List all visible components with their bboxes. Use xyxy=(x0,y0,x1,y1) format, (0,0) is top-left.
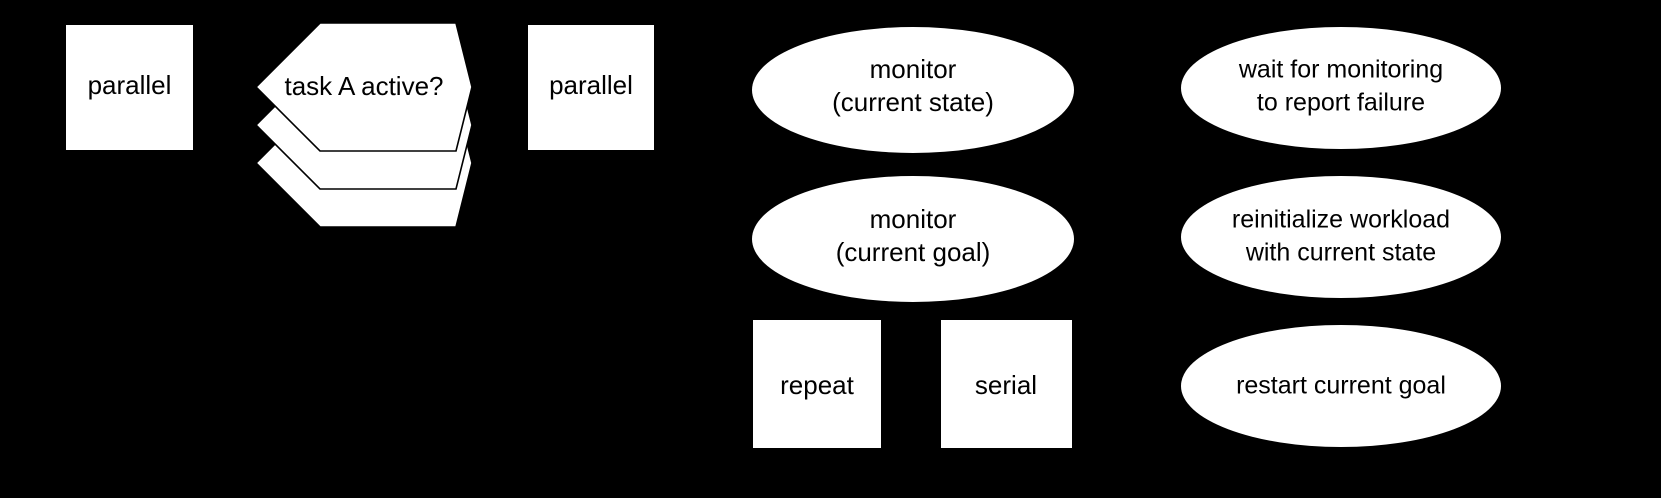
task-a-active-hexagon-front xyxy=(254,22,473,152)
node-parallel-right[interactable]: parallel xyxy=(528,25,654,150)
node-monitor-current-goal[interactable]: monitor (current goal) xyxy=(752,176,1074,302)
node-task-a-active[interactable]: task A active? xyxy=(254,22,473,228)
serial-rect xyxy=(941,320,1072,448)
node-restart-current-goal[interactable]: restart current goal xyxy=(1181,325,1501,447)
monitor-current-state-ellipse xyxy=(752,27,1074,153)
monitor-current-goal-ellipse xyxy=(752,176,1074,302)
reinitialize-workload-ellipse xyxy=(1181,176,1501,298)
repeat-label: repeat xyxy=(780,370,854,400)
monitor-current-goal-label-line2: (current goal) xyxy=(836,237,991,267)
monitor-current-state-label-line2: (current state) xyxy=(832,87,994,117)
node-repeat[interactable]: repeat xyxy=(753,320,881,448)
serial-label: serial xyxy=(975,370,1037,400)
monitor-current-goal-label-line1: monitor xyxy=(870,204,957,234)
wait-for-monitoring-label-line2: to report failure xyxy=(1257,89,1425,117)
node-serial[interactable]: serial xyxy=(941,320,1072,448)
parallel-left-label: parallel xyxy=(88,70,172,100)
restart-current-goal-label: restart current goal xyxy=(1236,372,1446,400)
reinitialize-workload-label-line2: with current state xyxy=(1245,239,1436,267)
node-wait-for-monitoring[interactable]: wait for monitoring to report failure xyxy=(1181,27,1501,149)
wait-for-monitoring-ellipse xyxy=(1181,27,1501,149)
task-a-active-label: task A active? xyxy=(285,71,444,101)
reinitialize-workload-label-line1: reinitialize workload xyxy=(1232,206,1450,234)
node-parallel-left[interactable]: parallel xyxy=(66,25,193,150)
restart-current-goal-ellipse xyxy=(1181,325,1501,447)
node-reinitialize-workload[interactable]: reinitialize workload with current state xyxy=(1181,176,1501,298)
parallel-left-rect xyxy=(66,25,193,150)
repeat-rect xyxy=(753,320,881,448)
monitor-current-state-label-line1: monitor xyxy=(870,54,957,84)
node-monitor-current-state[interactable]: monitor (current state) xyxy=(752,27,1074,153)
wait-for-monitoring-label-line1: wait for monitoring xyxy=(1238,56,1443,84)
parallel-right-rect xyxy=(528,25,654,150)
parallel-right-label: parallel xyxy=(549,70,633,100)
